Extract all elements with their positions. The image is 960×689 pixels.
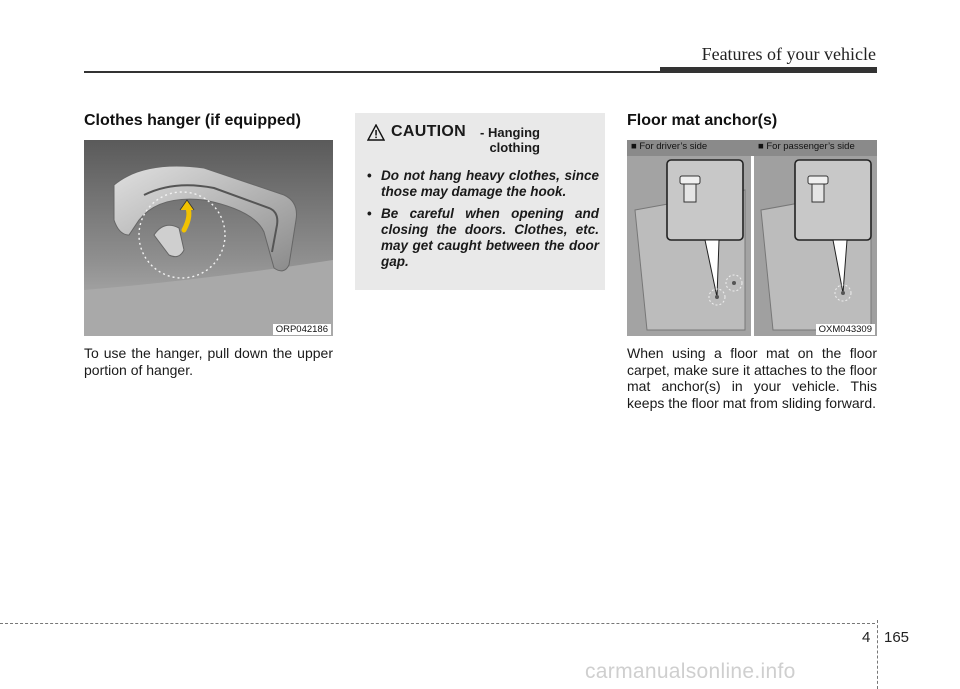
section-title: Features of your vehicle <box>701 44 876 64</box>
caution-item: Do not hang heavy clothes, since those m… <box>367 168 599 200</box>
watermark: carmanualsonline.info <box>585 660 796 683</box>
footer-divider <box>877 620 878 689</box>
chapter-number: 4 <box>862 629 871 646</box>
caution-label: CAUTION <box>391 123 466 140</box>
caution-box: CAUTION - Hanging clothing Do not hang h… <box>355 113 605 290</box>
floor-mat-heading: Floor mat anchor(s) <box>627 112 778 129</box>
clothes-hanger-heading: Clothes hanger (if equipped) <box>84 112 301 129</box>
floor-mat-illustration <box>627 140 877 336</box>
page-number: 165 <box>884 629 910 646</box>
floor-mat-text: When using a floor mat on the floor carp… <box>627 345 877 411</box>
figure-code: OXM043309 <box>815 324 875 335</box>
warning-triangle-icon <box>367 124 385 141</box>
header-rule <box>84 71 877 73</box>
footer-rule <box>0 623 875 624</box>
clothes-hanger-text: To use the hanger, pull down the upper p… <box>84 345 333 378</box>
caution-subtitle: - Hanging clothing <box>480 125 540 155</box>
floor-mat-figure: ■ For driver’s side ■ For passenger’s si… <box>627 140 877 336</box>
clothes-hanger-illustration <box>84 140 333 336</box>
figure-code: ORP042186 <box>272 324 331 335</box>
clothes-hanger-figure: ORP042186 <box>84 140 333 336</box>
header-rule-accent <box>660 67 877 73</box>
caution-list: Do not hang heavy clothes, since those m… <box>367 168 599 276</box>
caution-header: CAUTION - Hanging clothing <box>367 123 540 155</box>
passenger-side-label: ■ For passenger’s side <box>758 141 855 152</box>
driver-side-label: ■ For driver’s side <box>631 141 708 152</box>
caution-item: Be careful when opening and closing the … <box>367 206 599 270</box>
